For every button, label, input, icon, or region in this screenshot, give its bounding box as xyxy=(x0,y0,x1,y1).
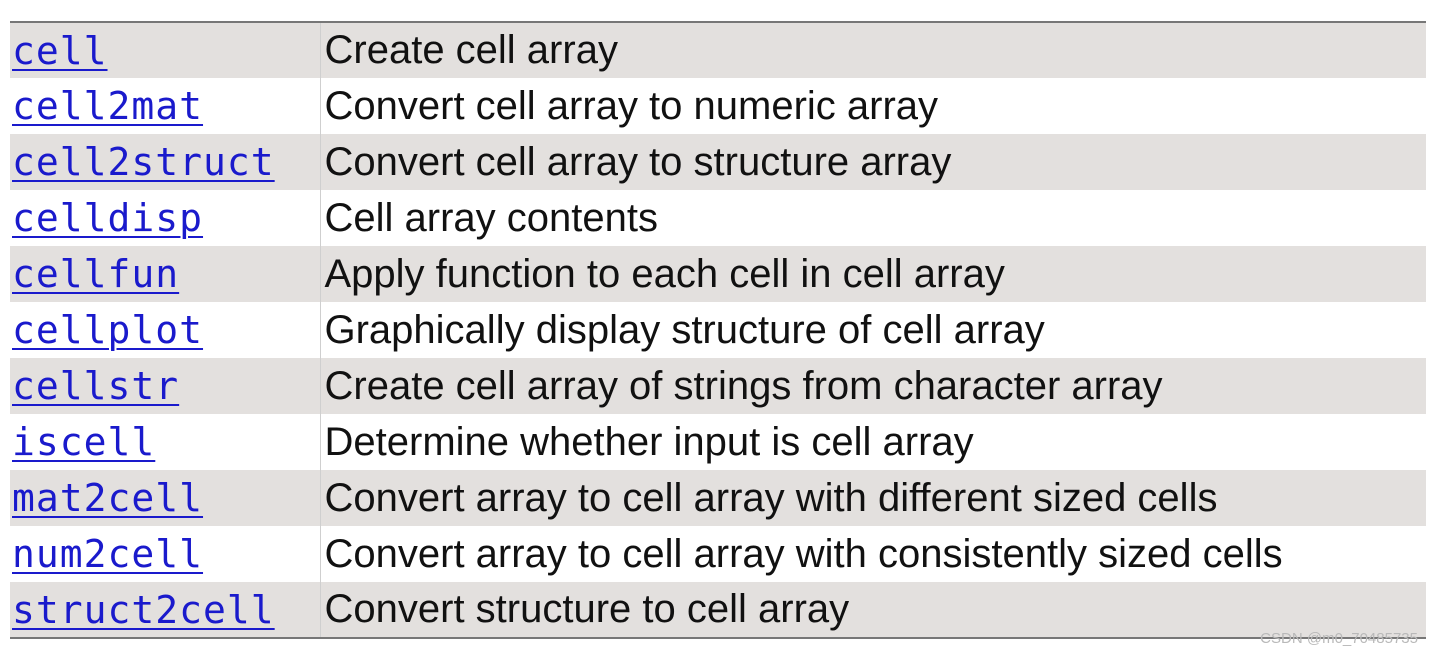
function-description: Cell array contents xyxy=(324,195,658,240)
function-link-cell2mat[interactable]: cell2mat xyxy=(12,84,204,128)
table-row: num2cell Convert array to cell array wit… xyxy=(10,526,1426,582)
function-description: Convert cell array to structure array xyxy=(324,139,952,184)
function-name-cell: iscell xyxy=(10,414,321,470)
function-link-cell[interactable]: cell xyxy=(12,28,108,73)
function-name-cell: cellstr xyxy=(10,358,321,414)
function-description-cell: Apply function to each cell in cell arra… xyxy=(320,246,1426,302)
function-link-cellfun[interactable]: cellfun xyxy=(12,252,180,296)
function-name-cell: cellfun xyxy=(10,246,321,302)
function-description: Apply function to each cell in cell arra… xyxy=(324,251,1005,296)
table-row: mat2cell Convert array to cell array wit… xyxy=(10,470,1426,526)
function-link-cellplot[interactable]: cellplot xyxy=(12,308,204,352)
function-description-cell: Cell array contents xyxy=(320,190,1426,246)
table-row: cell Create cell array xyxy=(10,22,1426,78)
function-name-cell: cell2mat xyxy=(10,78,321,134)
function-description: Determine whether input is cell array xyxy=(324,419,974,464)
function-link-mat2cell[interactable]: mat2cell xyxy=(12,476,204,520)
table-row: cellfun Apply function to each cell in c… xyxy=(10,246,1426,302)
table-row: struct2cell Convert structure to cell ar… xyxy=(10,582,1426,638)
function-description-cell: Create cell array of strings from charac… xyxy=(320,358,1426,414)
function-link-cellstr[interactable]: cellstr xyxy=(12,364,180,408)
function-description: Graphically display structure of cell ar… xyxy=(324,307,1045,352)
function-description: Create cell array xyxy=(324,28,618,72)
watermark: CSDN @m0_70485735 xyxy=(1260,630,1418,647)
function-name-cell: mat2cell xyxy=(10,470,321,526)
function-description-cell: Convert cell array to structure array xyxy=(320,134,1426,190)
function-description: Convert cell array to numeric array xyxy=(324,83,939,128)
function-description-cell: Convert cell array to numeric array xyxy=(320,78,1426,134)
function-description-cell: Determine whether input is cell array xyxy=(320,414,1426,470)
function-link-num2cell[interactable]: num2cell xyxy=(12,532,204,576)
function-name-cell: cell xyxy=(10,22,321,78)
function-description-cell: Graphically display structure of cell ar… xyxy=(320,302,1426,358)
function-description-cell: Create cell array xyxy=(320,22,1426,78)
table-row: cell2mat Convert cell array to numeric a… xyxy=(10,78,1426,134)
function-description-cell: Convert array to cell array with differe… xyxy=(320,470,1426,526)
cell-functions-table: cell Create cell array cell2mat Convert … xyxy=(10,21,1426,639)
function-name-cell: cellplot xyxy=(10,302,321,358)
function-link-struct2cell[interactable]: struct2cell xyxy=(12,587,275,632)
function-name-cell: num2cell xyxy=(10,526,321,582)
function-name-cell: celldisp xyxy=(10,190,321,246)
table-row: iscell Determine whether input is cell a… xyxy=(10,414,1426,470)
function-link-celldisp[interactable]: celldisp xyxy=(12,196,204,240)
table-row: cellplot Graphically display structure o… xyxy=(10,302,1426,358)
table-row: cell2struct Convert cell array to struct… xyxy=(10,134,1426,190)
function-description-cell: Convert array to cell array with consist… xyxy=(320,526,1426,582)
function-name-cell: cell2struct xyxy=(10,134,321,190)
function-description-cell: Convert structure to cell array xyxy=(320,582,1426,638)
function-description: Convert array to cell array with differe… xyxy=(324,475,1218,520)
function-name-cell: struct2cell xyxy=(10,582,321,638)
function-link-iscell[interactable]: iscell xyxy=(12,420,156,464)
function-description: Convert structure to cell array xyxy=(324,587,850,631)
table-row: cellstr Create cell array of strings fro… xyxy=(10,358,1426,414)
table-row: celldisp Cell array contents xyxy=(10,190,1426,246)
function-description: Create cell array of strings from charac… xyxy=(324,363,1163,408)
function-link-cell2struct[interactable]: cell2struct xyxy=(12,140,275,184)
table-body: cell Create cell array cell2mat Convert … xyxy=(10,22,1426,638)
function-description: Convert array to cell array with consist… xyxy=(324,531,1283,576)
